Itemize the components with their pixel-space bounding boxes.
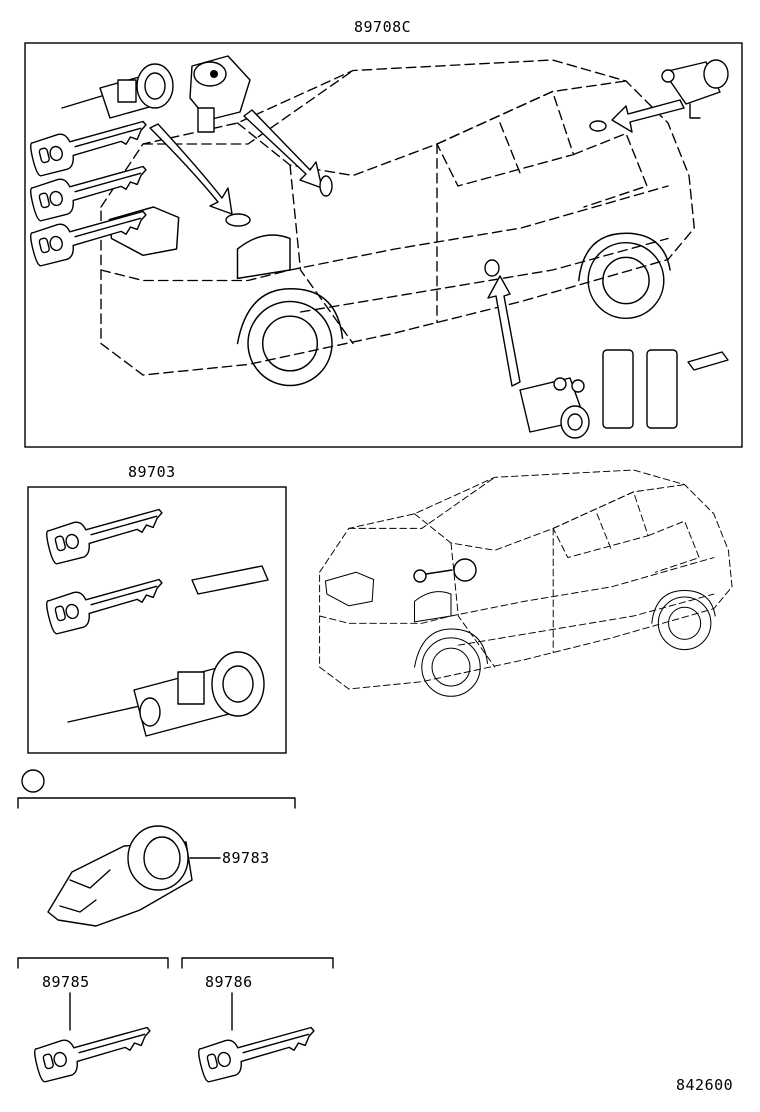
lock-point-back — [589, 120, 607, 132]
label-89708c: 89708C — [354, 18, 412, 36]
tag-plate-1 — [602, 349, 634, 429]
key-top-1 — [27, 112, 153, 178]
label-89785: 89785 — [42, 973, 90, 991]
lock-point-ignition — [225, 213, 251, 227]
set-89703-box — [27, 486, 287, 754]
lock-point-side — [484, 259, 500, 277]
bracket-89786 — [181, 957, 334, 969]
label-89703: 89703 — [128, 463, 176, 481]
tag-plate-2 — [646, 349, 678, 429]
callout-circle-section — [21, 769, 45, 793]
cylinder-89783 — [47, 825, 193, 927]
ignition-cylinder-mid — [67, 651, 265, 737]
code-plate-mid — [191, 565, 269, 595]
door-cylinder-top — [189, 55, 251, 133]
label-89786: 89786 — [205, 973, 253, 991]
set-89708c-box — [24, 42, 743, 448]
car-outline-top — [100, 59, 695, 387]
door-cylinder-bottom — [519, 377, 590, 439]
key-89785 — [31, 1018, 157, 1084]
label-89783: 89783 — [222, 849, 270, 867]
callout-circle-car — [453, 558, 477, 582]
key-89786 — [195, 1018, 321, 1084]
bracket-89785 — [17, 957, 169, 969]
key-mid-1 — [43, 500, 169, 566]
figure-number: 842600 — [676, 1076, 734, 1094]
ignition-cylinder-top — [61, 63, 174, 119]
ignition-location-mark — [413, 569, 427, 583]
section-bracket — [17, 797, 296, 809]
key-mid-2 — [43, 570, 169, 636]
lock-point-door — [319, 175, 333, 197]
car-outline-middle — [319, 469, 733, 697]
code-plate-top — [687, 351, 729, 371]
back-door-cylinder — [661, 59, 729, 119]
callout-leader-car — [425, 569, 453, 575]
arrows-top — [149, 99, 685, 387]
